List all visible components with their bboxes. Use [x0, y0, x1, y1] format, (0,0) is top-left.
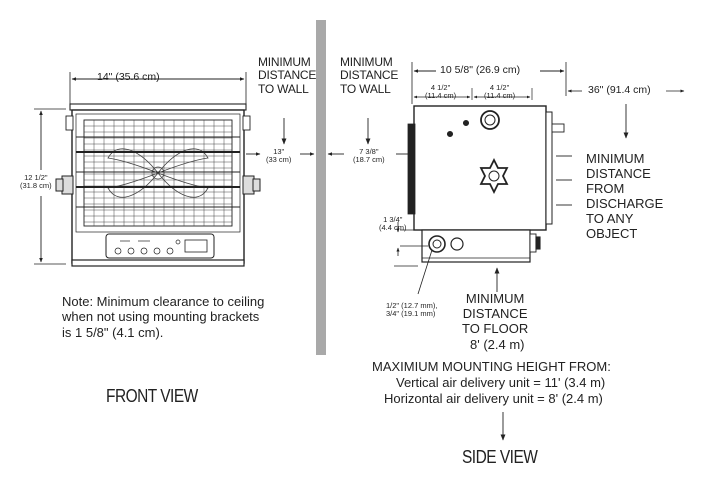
front-height-dimension: 12 1/2" (31.8 cm) — [20, 173, 52, 191]
front-grille — [84, 120, 232, 226]
control-buttons — [114, 239, 208, 255]
mounting-height-horizontal: Horizontal air delivery unit = 8' (2.4 m… — [384, 391, 603, 406]
conduit-height-dimension: 1 3/4" (4.4 cm) — [379, 215, 407, 233]
left-wall-distance-label: MINIMUM DISTANCE TO WALL — [258, 55, 317, 96]
fan-blades — [107, 148, 209, 198]
side-sub-dimension-2: 4 1/2" (11.4 cm) — [484, 83, 516, 101]
side-view-label: SIDE VIEW — [462, 447, 538, 467]
discharge-distance-label: MINIMUM DISTANCE FROM DISCHARGE TO ANY O… — [586, 151, 664, 242]
right-wall-distance-dimension: 7 3/8" (18.7 cm) — [353, 147, 385, 165]
front-width-dimension: 14" (35.6 cm) — [97, 71, 160, 83]
front-view-label: FRONT VIEW — [106, 386, 198, 406]
knockout-size-dimension: 1/2" (12.7 mm), 3/4" (19.1 mm) — [386, 301, 438, 319]
floor-distance-dimension: 8' (2.4 m) — [470, 337, 525, 352]
side-sub-dimension-1: 4 1/2" (11.4 cm) — [425, 83, 457, 101]
mounting-height-vertical: Vertical air delivery unit = 11' (3.4 m) — [396, 375, 606, 390]
left-wall-distance-dimension: 13" (33 cm) — [266, 147, 292, 165]
side-depth-dimension: 10 5/8" (26.9 cm) — [440, 64, 521, 76]
floor-distance-label: MINIMUM DISTANCE TO FLOOR — [462, 291, 529, 337]
wall-divider — [316, 20, 326, 355]
discharge-distance-dimension: 36" (91.4 cm) — [588, 84, 651, 96]
ceiling-clearance-note: Note: Minimum clearance to ceiling when … — [62, 294, 265, 340]
front-heater — [34, 72, 261, 267]
right-wall-distance-label: MINIMUM DISTANCE TO WALL — [340, 55, 399, 96]
mounting-height-title: MAXIMIUM MOUNTING HEIGHT FROM: — [372, 359, 611, 374]
side-heater — [394, 62, 685, 441]
